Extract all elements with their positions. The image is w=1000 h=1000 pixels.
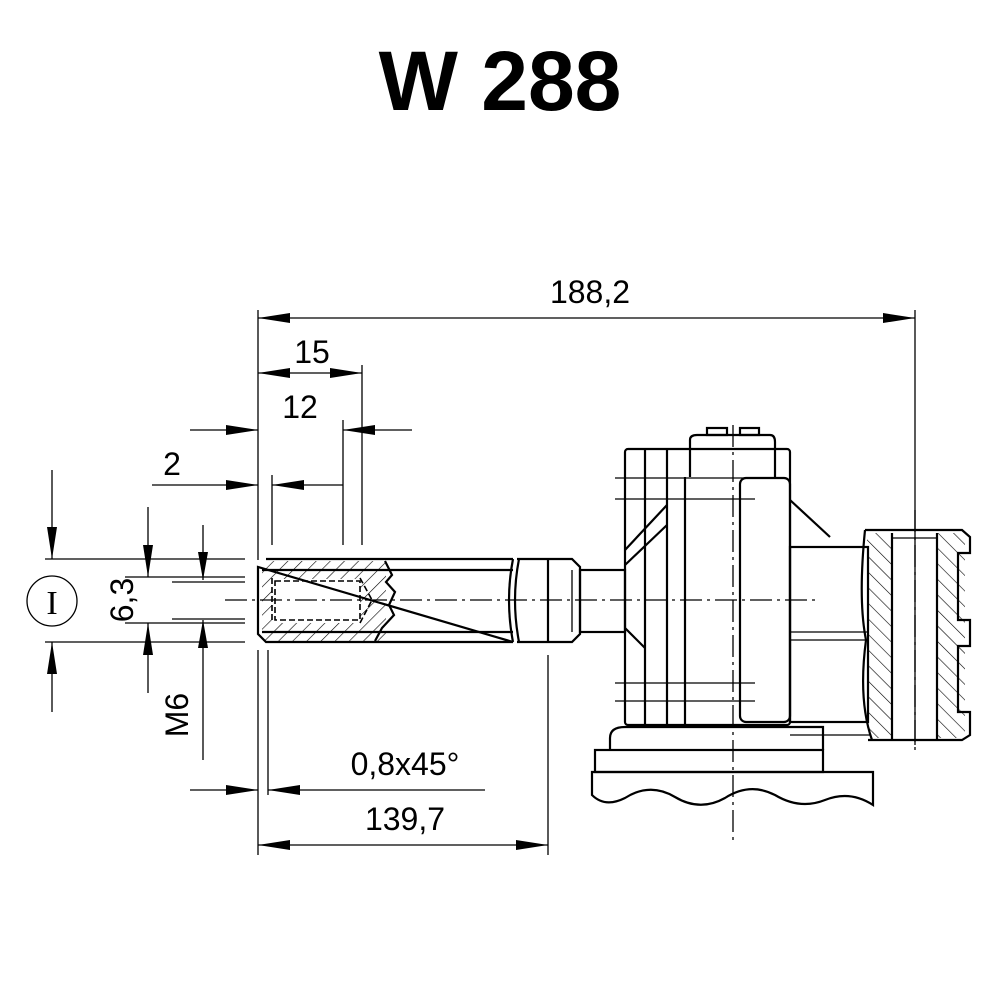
dimension-overall-length: 188,2 [257,274,916,745]
svg-text:I: I [46,585,57,622]
svg-text:2: 2 [163,446,181,482]
dimension-2: 2 [152,446,343,545]
svg-text:188,2: 188,2 [550,274,630,310]
svg-text:15: 15 [294,334,330,370]
svg-text:M6: M6 [159,693,195,737]
dimension-diameters: 6,3 M6 [45,470,245,760]
shaft [225,557,820,644]
drawing-title: W 288 [379,34,622,128]
dimension-15: 15 [258,334,363,545]
svg-text:0,8x45°: 0,8x45° [351,746,460,782]
view-marker: I [26,575,78,627]
gearbox-housing [590,425,972,840]
svg-text:12: 12 [282,389,318,425]
svg-text:139,7: 139,7 [365,801,445,837]
dimension-chamfer: 0,8x45° [190,650,485,855]
dimension-shaft-length: 139,7 [258,655,549,855]
svg-text:6,3: 6,3 [104,578,140,622]
dimension-12: 12 [190,389,412,545]
